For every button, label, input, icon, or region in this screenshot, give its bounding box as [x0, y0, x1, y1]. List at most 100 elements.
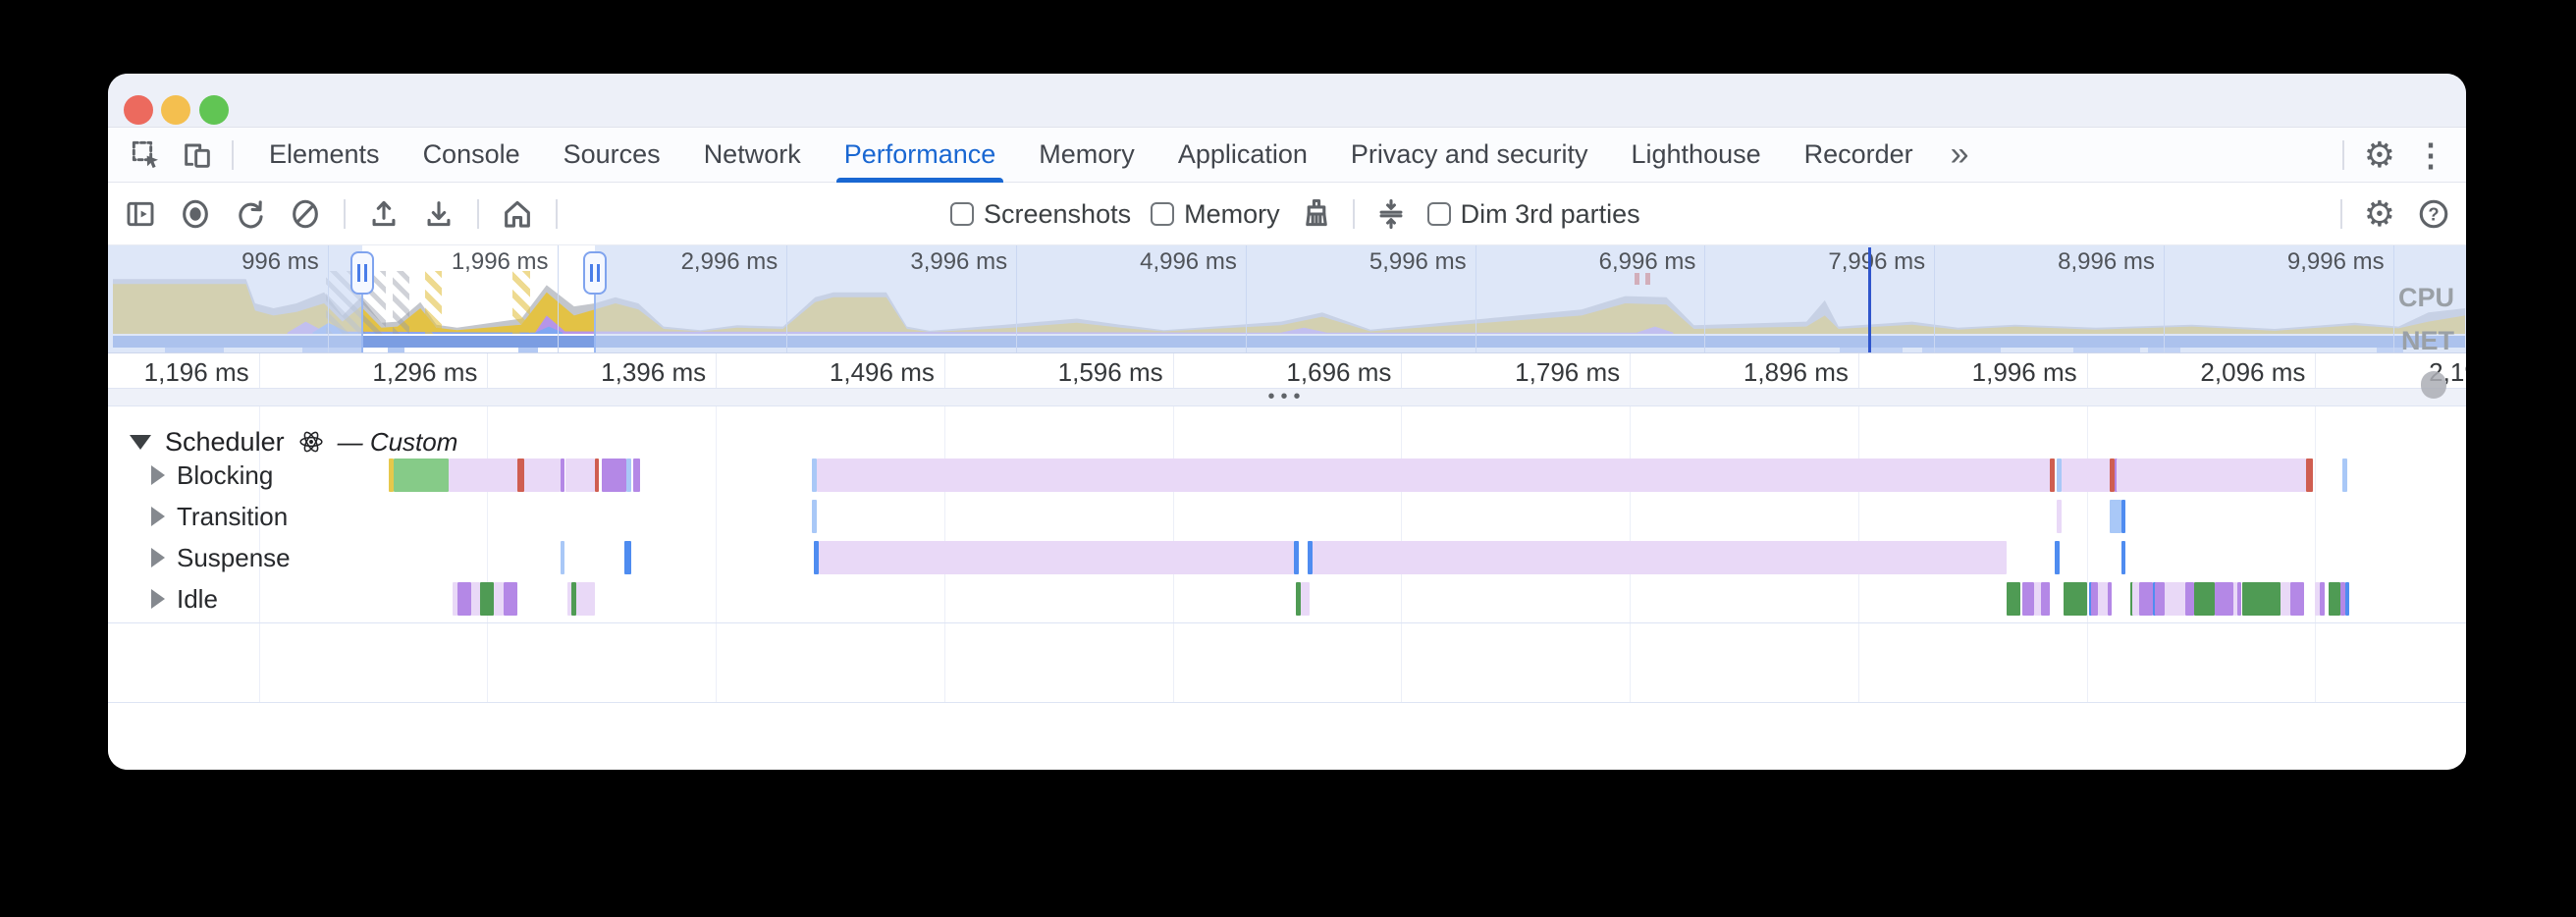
suspense-flame-segment[interactable] — [818, 541, 1294, 574]
toggle-sidebar-icon[interactable] — [124, 197, 157, 231]
idle-flame-segment[interactable] — [2281, 582, 2290, 616]
clear-icon[interactable] — [289, 197, 322, 231]
selection-left-handle[interactable] — [349, 251, 374, 295]
expand-triangle-icon[interactable] — [151, 548, 165, 567]
tab-performance[interactable]: Performance — [823, 128, 1018, 183]
transition-flame-segment[interactable] — [2120, 500, 2126, 533]
screenshots-checkbox[interactable] — [950, 202, 974, 226]
minimize-window-button[interactable] — [161, 95, 190, 125]
upload-profile-icon[interactable] — [367, 197, 401, 231]
idle-flame-segment[interactable] — [2107, 582, 2112, 616]
blocking-flame-segment[interactable] — [2057, 458, 2062, 492]
suspense-flame-segment[interactable] — [1312, 541, 2008, 574]
idle-flame-segment[interactable] — [2022, 582, 2035, 616]
idle-flame-segment[interactable] — [2088, 582, 2093, 616]
expand-triangle-icon[interactable] — [151, 589, 165, 609]
idle-flame-segment[interactable] — [2034, 582, 2042, 616]
collapse-flame-icon[interactable] — [1374, 197, 1408, 231]
tab-elements[interactable]: Elements — [269, 139, 380, 169]
help-icon[interactable]: ? — [2417, 197, 2450, 231]
blocking-flame-segment[interactable] — [448, 458, 517, 492]
blocking-flame-segment[interactable] — [393, 458, 449, 492]
device-toolbar-icon[interactable] — [181, 138, 214, 172]
blocking-flame-segment[interactable] — [2306, 458, 2314, 492]
blocking-flame-segment[interactable] — [2109, 458, 2115, 492]
tab-application[interactable]: Application — [1177, 139, 1308, 169]
blocking-flame-segment[interactable] — [816, 458, 2051, 492]
blocking-flame-segment[interactable] — [601, 458, 627, 492]
transition-flame-segment[interactable] — [2057, 500, 2062, 533]
blocking-flame-segment[interactable] — [811, 458, 817, 492]
zoom-window-button[interactable] — [199, 95, 229, 125]
idle-flame-segment[interactable] — [2064, 582, 2087, 616]
selection-right-handle[interactable] — [582, 251, 607, 295]
idle-flame-segment[interactable] — [503, 582, 517, 616]
close-window-button[interactable] — [124, 95, 153, 125]
expand-triangle-icon[interactable] — [151, 465, 165, 485]
tab-sources[interactable]: Sources — [563, 139, 661, 169]
suspense-flame-segment[interactable] — [1307, 541, 1313, 574]
blocking-flame-segment[interactable] — [594, 458, 600, 492]
blocking-flame-segment[interactable] — [2116, 458, 2307, 492]
more-tabs-chevron-icon[interactable]: » — [1950, 135, 1969, 173]
blocking-flame-segment[interactable] — [389, 458, 394, 492]
tab-lighthouse[interactable]: Lighthouse — [1631, 139, 1761, 169]
idle-flame-segment[interactable] — [2153, 582, 2158, 616]
idle-flame-segment[interactable] — [2241, 582, 2281, 616]
row-header-idle[interactable]: Idle — [151, 584, 218, 614]
blocking-flame-segment[interactable] — [2062, 458, 2110, 492]
idle-flame-segment[interactable] — [2194, 582, 2215, 616]
idle-flame-segment[interactable] — [1296, 582, 1301, 616]
idle-flame-segment[interactable] — [2344, 582, 2349, 616]
pane-resize-handle[interactable]: ••• — [108, 387, 2466, 406]
expand-triangle-icon[interactable] — [151, 507, 165, 526]
idle-flame-segment[interactable] — [2132, 582, 2140, 616]
idle-flame-segment[interactable] — [2329, 582, 2340, 616]
row-header-transition[interactable]: Transition — [151, 502, 288, 531]
transition-flame-segment[interactable] — [811, 500, 817, 533]
idle-flame-segment[interactable] — [2339, 582, 2345, 616]
idle-flame-segment[interactable] — [480, 582, 495, 616]
collect-garbage-icon[interactable] — [1300, 197, 1333, 231]
suspense-flame-segment[interactable] — [560, 541, 565, 574]
idle-flame-segment[interactable] — [2214, 582, 2233, 616]
kebab-menu-icon[interactable]: ⋮ — [2415, 136, 2446, 173]
idle-flame-segment[interactable] — [2320, 582, 2325, 616]
idle-flame-segment[interactable] — [2232, 582, 2238, 616]
suspense-flame-segment[interactable] — [1293, 541, 1299, 574]
tab-memory[interactable]: Memory — [1039, 139, 1135, 169]
suspense-flame-segment[interactable] — [2120, 541, 2126, 574]
collapse-triangle-icon[interactable] — [130, 434, 151, 450]
blocking-flame-segment[interactable] — [516, 458, 524, 492]
idle-flame-segment[interactable] — [453, 582, 458, 616]
idle-flame-segment[interactable] — [2041, 582, 2051, 616]
idle-flame-segment[interactable] — [2139, 582, 2154, 616]
dim-3rd-parties-checkbox[interactable] — [1426, 202, 1451, 226]
idle-flame-segment[interactable] — [2315, 582, 2321, 616]
tab-privacy-and-security[interactable]: Privacy and security — [1350, 139, 1588, 169]
tab-recorder[interactable]: Recorder — [1803, 139, 1913, 169]
idle-flame-segment[interactable] — [1300, 582, 1311, 616]
suspense-flame-segment[interactable] — [2055, 541, 2060, 574]
blocking-flame-segment[interactable] — [626, 458, 631, 492]
row-header-suspense[interactable]: Suspense — [151, 543, 291, 572]
settings-gear-icon[interactable]: ⚙ — [2363, 193, 2395, 234]
blocking-flame-segment[interactable] — [564, 458, 595, 492]
idle-flame-segment[interactable] — [2155, 582, 2165, 616]
inspect-icon[interactable] — [130, 138, 163, 172]
blocking-flame-segment[interactable] — [2050, 458, 2056, 492]
playhead-cursor[interactable] — [1868, 247, 1871, 352]
idle-flame-segment[interactable] — [2129, 582, 2134, 616]
idle-flame-segment[interactable] — [2007, 582, 2021, 616]
idle-flame-segment[interactable] — [571, 582, 577, 616]
idle-flame-segment[interactable] — [457, 582, 472, 616]
blocking-flame-segment[interactable] — [2342, 458, 2347, 492]
idle-flame-segment[interactable] — [576, 582, 595, 616]
download-profile-icon[interactable] — [422, 197, 456, 231]
idle-flame-segment[interactable] — [2184, 582, 2194, 616]
idle-flame-segment[interactable] — [2164, 582, 2185, 616]
idle-flame-segment[interactable] — [2098, 582, 2108, 616]
transition-flame-segment[interactable] — [2109, 500, 2121, 533]
